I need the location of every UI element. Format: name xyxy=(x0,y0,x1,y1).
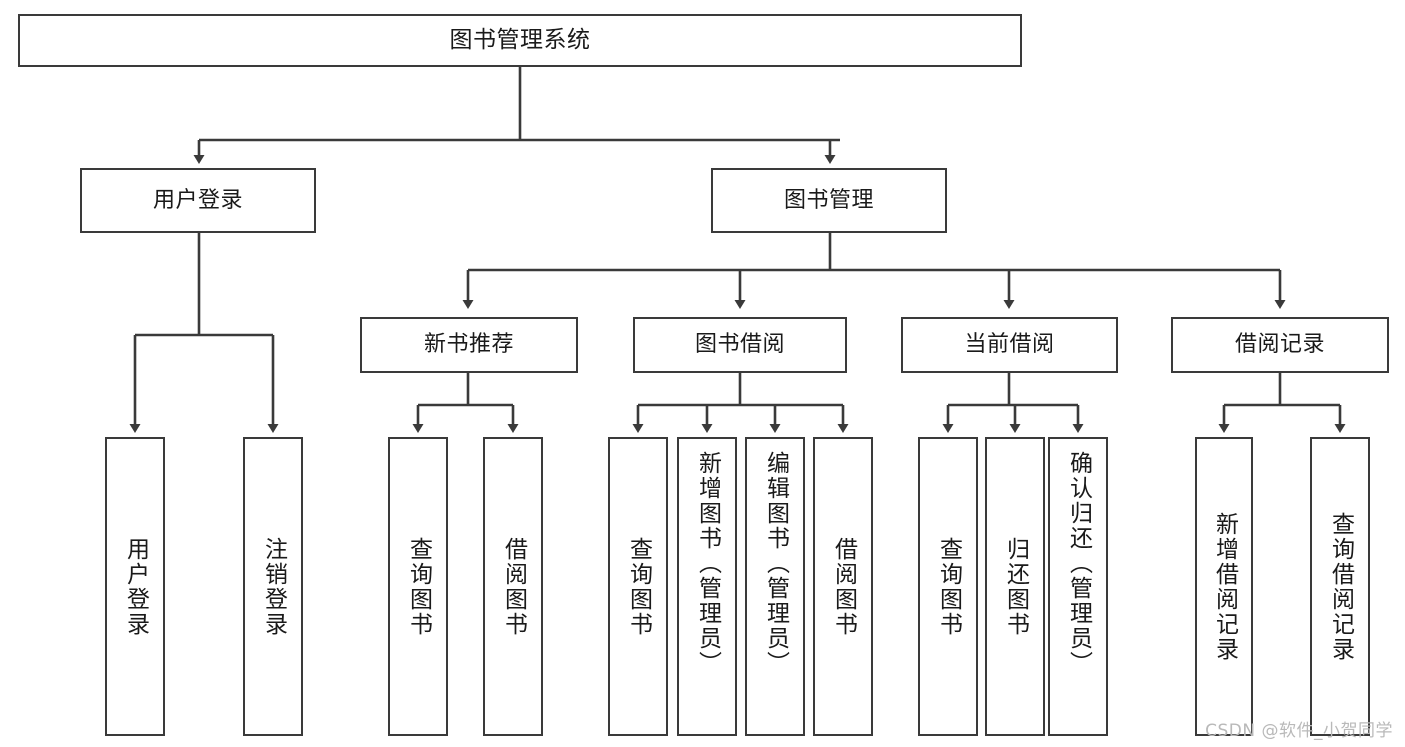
node-label: 查询图书 xyxy=(405,536,432,637)
node-label: 新书推荐 xyxy=(423,332,514,358)
csdn-watermark: CSDN @软件_小贺同学 xyxy=(1205,721,1393,741)
node-label: 查询借阅记录 xyxy=(1327,511,1354,662)
leaf-user-login[interactable]: 用户登录 xyxy=(105,437,165,736)
leaf-borrow-books-new[interactable]: 借阅图书 xyxy=(483,437,543,736)
node-label: 借阅图书 xyxy=(830,536,857,637)
leaf-logout[interactable]: 注销登录 xyxy=(243,437,303,736)
node-user-login[interactable]: 用户登录 xyxy=(80,168,316,233)
node-label: 借阅记录 xyxy=(1234,332,1325,358)
node-label: 编辑图书（管理员） xyxy=(762,451,789,676)
leaf-confirm-return-admin[interactable]: 确认归还（管理员） xyxy=(1048,437,1108,736)
node-label: 图书借阅 xyxy=(694,332,785,358)
leaf-query-books-new[interactable]: 查询图书 xyxy=(388,437,448,736)
leaf-return-books[interactable]: 归还图书 xyxy=(985,437,1045,736)
node-label: 查询图书 xyxy=(935,536,962,637)
node-current-borrowing[interactable]: 当前借阅 xyxy=(901,317,1118,373)
node-label: 注销登录 xyxy=(260,536,287,637)
node-label: 图书管理 xyxy=(783,187,874,213)
node-label: 借阅图书 xyxy=(500,536,527,637)
node-label: 当前借阅 xyxy=(964,332,1055,358)
node-label: 新增借阅记录 xyxy=(1211,511,1238,662)
node-label: 归还图书 xyxy=(1002,536,1029,637)
leaf-edit-book-admin[interactable]: 编辑图书（管理员） xyxy=(745,437,805,736)
node-root-book-management-system[interactable]: 图书管理系统 xyxy=(18,14,1022,67)
node-book-borrowing[interactable]: 图书借阅 xyxy=(633,317,847,373)
leaf-borrow-books-borrow[interactable]: 借阅图书 xyxy=(813,437,873,736)
node-borrowing-records[interactable]: 借阅记录 xyxy=(1171,317,1389,373)
node-label: 新增图书（管理员） xyxy=(694,451,721,676)
node-book-management[interactable]: 图书管理 xyxy=(711,168,947,233)
node-label: 用户登录 xyxy=(122,536,149,637)
node-label: 图书管理系统 xyxy=(449,26,591,53)
node-new-book-recommendation[interactable]: 新书推荐 xyxy=(360,317,578,373)
node-label: 确认归还（管理员） xyxy=(1065,451,1092,676)
leaf-add-borrow-record[interactable]: 新增借阅记录 xyxy=(1195,437,1253,736)
node-label: 用户登录 xyxy=(152,187,243,213)
leaf-add-book-admin[interactable]: 新增图书（管理员） xyxy=(677,437,737,736)
leaf-query-books-current[interactable]: 查询图书 xyxy=(918,437,978,736)
leaf-query-books-borrow[interactable]: 查询图书 xyxy=(608,437,668,736)
leaf-query-borrow-record[interactable]: 查询借阅记录 xyxy=(1310,437,1370,736)
node-label: 查询图书 xyxy=(625,536,652,637)
